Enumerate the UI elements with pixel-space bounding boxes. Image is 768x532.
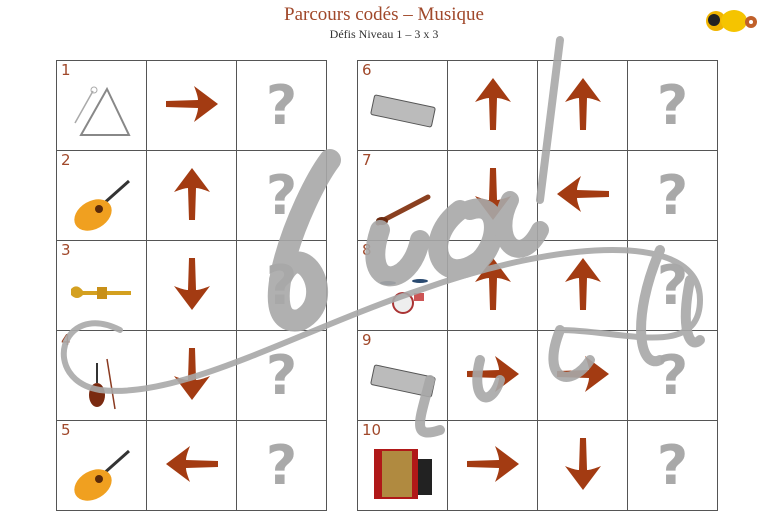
right-puzzle-grid: 6?7?8?9?10? bbox=[357, 60, 718, 511]
instrument-cell: 10 bbox=[357, 420, 448, 511]
question-mark: ? bbox=[265, 434, 298, 497]
arrow-cell bbox=[537, 420, 628, 511]
answer-cell[interactable]: ? bbox=[236, 240, 327, 331]
puzzle-row: 4? bbox=[56, 330, 327, 421]
arrow-right-icon bbox=[463, 355, 523, 408]
question-mark: ? bbox=[265, 74, 298, 137]
puzzle-number: 8 bbox=[362, 241, 372, 259]
answer-cell[interactable]: ? bbox=[236, 60, 327, 151]
instrument-cell: 6 bbox=[357, 60, 448, 151]
puzzle-row: 7? bbox=[357, 150, 718, 241]
page-subtitle: Défis Niveau 1 – 3 x 3 bbox=[329, 27, 439, 41]
arrow-up-icon bbox=[463, 77, 523, 138]
question-mark: ? bbox=[656, 254, 689, 317]
left-puzzle-grid: 1?2?3?4?5? bbox=[56, 60, 327, 511]
arrow-right-icon bbox=[162, 85, 222, 138]
arrow-cell bbox=[146, 150, 237, 241]
instrument-cell: 2 bbox=[56, 150, 147, 241]
arrow-down-icon bbox=[463, 167, 523, 228]
puzzle-number: 7 bbox=[362, 151, 372, 169]
puzzle-number: 1 bbox=[61, 61, 71, 79]
instrument-cell: 7 bbox=[357, 150, 448, 241]
answer-cell[interactable]: ? bbox=[236, 150, 327, 241]
question-mark: ? bbox=[656, 74, 689, 137]
question-mark: ? bbox=[656, 434, 689, 497]
puzzle-row: 10? bbox=[357, 420, 718, 511]
puzzle-row: 1? bbox=[56, 60, 327, 151]
answer-cell[interactable]: ? bbox=[627, 150, 718, 241]
answer-cell[interactable]: ? bbox=[627, 240, 718, 331]
arrow-down-icon bbox=[162, 257, 222, 318]
puzzle-number: 3 bbox=[61, 241, 71, 259]
puzzle-row: 5? bbox=[56, 420, 327, 511]
arrow-right-icon bbox=[463, 445, 523, 498]
arrow-cell bbox=[447, 420, 538, 511]
instrument-cell: 1 bbox=[56, 60, 147, 151]
puzzle-number: 2 bbox=[61, 151, 71, 169]
instrument-cell: 3 bbox=[56, 240, 147, 331]
answer-cell[interactable]: ? bbox=[627, 420, 718, 511]
instrument-cell: 4 bbox=[56, 330, 147, 421]
arrow-down-icon bbox=[162, 347, 222, 408]
arrow-cell bbox=[146, 240, 237, 331]
puzzle-number: 5 bbox=[61, 421, 71, 439]
arrow-cell bbox=[537, 330, 628, 421]
arrow-left-icon bbox=[553, 175, 613, 228]
arrow-cell bbox=[537, 240, 628, 331]
puzzle-number: 9 bbox=[362, 331, 372, 349]
puzzle-row: 3? bbox=[56, 240, 327, 331]
question-mark: ? bbox=[265, 164, 298, 227]
puzzle-row: 8? bbox=[357, 240, 718, 331]
arrow-up-icon bbox=[463, 257, 523, 318]
arrow-cell bbox=[146, 330, 237, 421]
arrow-cell bbox=[447, 150, 538, 241]
answer-cell[interactable]: ? bbox=[627, 60, 718, 151]
question-mark: ? bbox=[265, 254, 298, 317]
puzzle-number: 10 bbox=[362, 421, 382, 439]
puzzle-number: 4 bbox=[61, 331, 71, 349]
arrow-cell bbox=[146, 60, 237, 151]
answer-cell[interactable]: ? bbox=[627, 330, 718, 421]
page-title: Parcours codés – Musique bbox=[284, 4, 484, 25]
arrow-up-icon bbox=[553, 77, 613, 138]
answer-cell[interactable]: ? bbox=[236, 420, 327, 511]
arrow-up-icon bbox=[162, 167, 222, 228]
arrow-cell bbox=[447, 240, 538, 331]
question-mark: ? bbox=[265, 344, 298, 407]
question-mark: ? bbox=[656, 164, 689, 227]
arrow-cell bbox=[447, 330, 538, 421]
arrow-cell bbox=[146, 420, 237, 511]
arrow-cell bbox=[447, 60, 538, 151]
puzzle-row: 2? bbox=[56, 150, 327, 241]
instrument-cell: 9 bbox=[357, 330, 448, 421]
arrow-left-icon bbox=[162, 445, 222, 498]
puzzle-number: 6 bbox=[362, 61, 372, 79]
arrow-cell bbox=[537, 150, 628, 241]
instrument-cell: 8 bbox=[357, 240, 448, 331]
puzzle-row: 6? bbox=[357, 60, 718, 151]
arrow-cell bbox=[537, 60, 628, 151]
instrument-cell: 5 bbox=[56, 420, 147, 511]
ludo-logo-icon bbox=[706, 10, 757, 32]
arrow-down-icon bbox=[553, 437, 613, 498]
arrow-up-icon bbox=[553, 257, 613, 318]
question-mark: ? bbox=[656, 344, 689, 407]
arrow-right-icon bbox=[553, 355, 613, 408]
puzzle-row: 9? bbox=[357, 330, 718, 421]
answer-cell[interactable]: ? bbox=[236, 330, 327, 421]
